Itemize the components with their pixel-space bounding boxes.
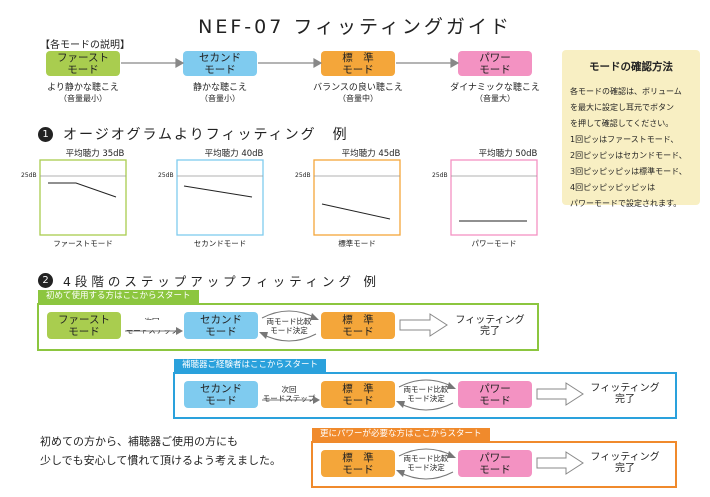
flow1-done-label: フィッティング 完了 — [455, 315, 525, 337]
flow1-compare-label: 両モード比較 モード決定 — [266, 317, 312, 335]
flow2-arrow-step-head — [313, 396, 320, 404]
flow1-arrow-step-head — [176, 327, 183, 335]
page-title: NEF-07 フィッティングガイド — [198, 16, 512, 38]
section2-title: 4 段 階 の ス テ ッ プ ア ッ プ フ ィ ッ テ ィ ン グ 例 — [63, 274, 377, 289]
section1-heading: 1 オージオグラムよりフィッティング 例 — [38, 124, 349, 144]
mode-vol-first: （音量最小） — [59, 94, 107, 103]
flow3-tag: 更にパワーが必要な方はここからスタート — [312, 428, 490, 441]
mode-desc-first: より静かな聴こえ — [47, 83, 119, 93]
flow3-box-standard: 標 準 モード — [321, 450, 395, 477]
flow1-swap-arrow-bottom — [261, 333, 317, 342]
flow2-tag: 補聴器ご経験者はここからスタート — [174, 359, 327, 372]
mode-vol-power: （音量大） — [475, 94, 515, 103]
flow3-done-arrow — [536, 451, 584, 475]
audiogram-tick-3: 25dB — [295, 172, 311, 179]
flow2-swap-arrow-bottom-head — [396, 401, 405, 408]
section1-number: 1 — [38, 126, 53, 142]
section1-title: オージオグラムよりフィッティング 例 — [63, 127, 349, 143]
audiogram-frame-1 — [39, 159, 127, 236]
flow1-done-arrow — [399, 313, 448, 337]
mode-check-line: 2回ピッピッはセカンドモード、 — [570, 151, 687, 160]
flow2-step-label: 次回 モードステップ — [262, 385, 316, 403]
flow3-swap-arrow-top — [398, 448, 454, 457]
section2-number: 2 — [38, 273, 53, 288]
mode-arrows — [121, 57, 460, 69]
flow2-compare-label: 両モード比較 モード決定 — [403, 385, 449, 403]
mode-box-standard: 標 準 モード — [321, 51, 395, 76]
mode-box-power: パワー モード — [458, 51, 532, 76]
mode-vol-second: （音量小） — [200, 94, 240, 103]
section2-heading: 2 4 段 階 の ス テ ッ プ ア ッ プ フ ィ ッ テ ィ ン グ 例 — [38, 271, 376, 290]
mode-check-body: 各モードの確認は、ボリューム を最大に設定し耳元でボタン を押して確認してくださ… — [570, 84, 692, 212]
flow1-box-standard: 標 準 モード — [321, 312, 395, 339]
audiogram-frame-3 — [313, 159, 401, 236]
audiogram-panels — [39, 159, 538, 236]
flow1-box-first: ファースト モード — [47, 312, 121, 339]
mode-check-line: 4回ピッピッピッピッは — [570, 183, 656, 192]
flow2-done-label: フィッティング 完了 — [590, 383, 660, 405]
mode-desc-standard: バランスの良い聴こえ — [313, 83, 403, 93]
audiogram-caption-4: パワーモード — [471, 239, 517, 248]
mode-desc-power: ダイナミックな聴こえ — [450, 83, 540, 93]
mode-box-first: ファースト モード — [46, 51, 120, 76]
flow3-box-power: パワー モード — [458, 450, 532, 477]
flow1-arrow-step — [122, 316, 182, 334]
mode-check-box: モードの確認方法 各モードの確認は、ボリューム を最大に設定し耳元でボタン を押… — [562, 50, 700, 208]
mode-check-line: 1回ピッはファーストモード、 — [570, 135, 679, 144]
mode-check-line: 各モードの確認は、ボリューム — [570, 87, 682, 96]
audiogram-tick-4: 25dB — [432, 172, 448, 179]
audiogram-title-3: 平均聴力 45dB — [341, 149, 401, 159]
flow2-swap-arrow-top-head — [447, 382, 456, 389]
audiogram-curve-1 — [48, 182, 117, 198]
flow3-swap-arrow-bottom-head — [396, 470, 405, 477]
mode-check-heading: モードの確認方法 — [589, 61, 673, 73]
mode-check-line: を最大に設定し耳元でボタン — [570, 103, 674, 112]
flow1-swap-arrow-top — [261, 310, 317, 319]
mode-check-line: 3回ピッピッピッは標準モード、 — [570, 167, 687, 176]
flow2-box-second: セカンド モード — [184, 381, 258, 408]
flow3-swap-arrow-bottom — [398, 471, 454, 480]
audiogram-caption-1: ファーストモード — [53, 239, 113, 248]
audiogram-title-1: 平均聴力 35dB — [65, 149, 125, 159]
flow2-swap-arrow-top — [398, 379, 454, 388]
mode-check-line: を押して確認してください。 — [570, 119, 674, 128]
flow1-swap-arrow-top-head — [310, 313, 319, 320]
audiogram-curve-2 — [183, 185, 253, 198]
modes-legend-label: 【各モードの説明】 — [40, 40, 130, 51]
flow2-box-standard: 標 準 モード — [321, 381, 395, 408]
flow2-done-arrow — [536, 382, 584, 406]
flow2-swap-arrow-bottom — [398, 402, 454, 411]
mode-desc-second: 静かな聴こえ — [192, 83, 247, 93]
audiogram-frame-2 — [176, 159, 264, 236]
mode-vol-standard: （音量中） — [338, 94, 378, 103]
flow3-compare-label: 両モード比較 モード決定 — [403, 454, 449, 472]
audiogram-frame-4 — [450, 159, 538, 236]
audiogram-title-4: 平均聴力 50dB — [478, 149, 538, 159]
audiogram-title-2: 平均聴力 40dB — [204, 149, 264, 159]
audiogram-tick-2: 25dB — [158, 172, 174, 179]
audiogram-caption-2: セカンドモード — [193, 239, 247, 248]
flow2-box-power: パワー モード — [458, 381, 532, 408]
mode-box-second: セカンド モード — [183, 51, 257, 76]
flow3-done-label: フィッティング 完了 — [590, 452, 660, 474]
flow1-swap-arrow-bottom-head — [259, 332, 268, 339]
closing-note: 初めての方から、補聴器ご使用の方にも 少しでも安心して慣れて頂けるよう考えました… — [40, 435, 282, 467]
flow1-tag: 初めて使用する方はここからスタート — [38, 290, 199, 303]
audiogram-caption-3: 標準モード — [338, 239, 376, 248]
mode-check-line: パワーモードで設定されます。 — [570, 199, 682, 208]
flow3-swap-arrow-top-head — [447, 451, 456, 458]
audiogram-curve-3 — [321, 203, 391, 220]
flow1-box-second: セカンド モード — [184, 312, 258, 339]
audiogram-tick-1: 25dB — [21, 172, 37, 179]
